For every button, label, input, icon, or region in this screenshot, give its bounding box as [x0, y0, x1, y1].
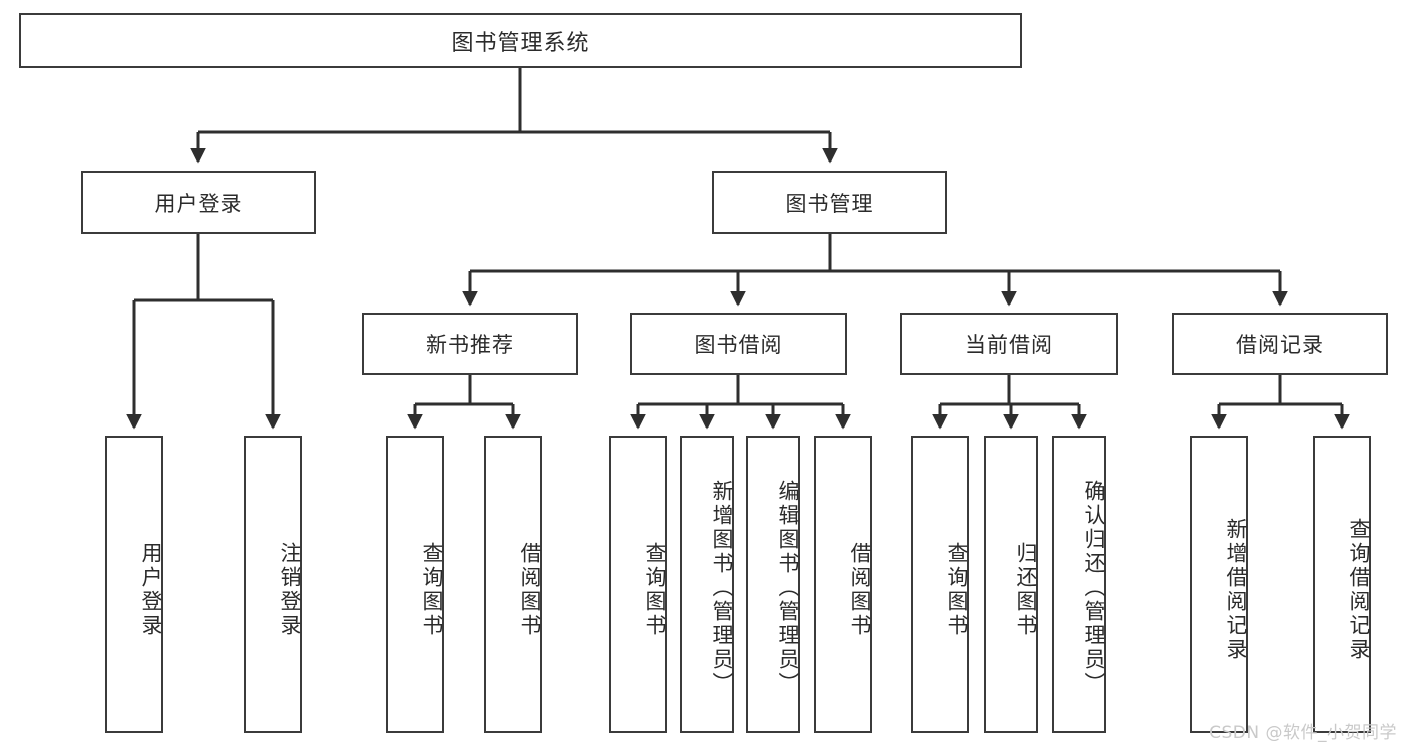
node-leaf-query-book-3-label: 查询图书 — [945, 541, 969, 638]
node-leaf-query-book-1[interactable]: 查询图书 — [386, 436, 444, 733]
node-leaf-borrow-book-2-label: 借阅图书 — [848, 541, 872, 638]
node-leaf-query-record[interactable]: 查询借阅记录 — [1313, 436, 1371, 733]
node-borrow-record[interactable]: 借阅记录 — [1172, 313, 1388, 375]
node-book-borrow[interactable]: 图书借阅 — [630, 313, 847, 375]
node-leaf-confirm-return-label: 确认归还（管理员） — [1082, 479, 1106, 696]
node-leaf-query-record-label: 查询借阅记录 — [1347, 517, 1371, 662]
node-user-login[interactable]: 用户登录 — [81, 171, 316, 234]
node-leaf-borrow-book-1[interactable]: 借阅图书 — [484, 436, 542, 733]
node-book-borrow-label: 图书借阅 — [694, 333, 783, 357]
node-current-borrow-label: 当前借阅 — [965, 333, 1053, 357]
node-leaf-confirm-return[interactable]: 确认归还（管理员） — [1052, 436, 1106, 733]
node-leaf-add-record-label: 新增借阅记录 — [1224, 517, 1248, 662]
node-root[interactable]: 图书管理系统 — [19, 13, 1022, 68]
node-leaf-logout-label: 注销登录 — [278, 541, 302, 638]
node-leaf-query-book-2[interactable]: 查询图书 — [609, 436, 667, 733]
node-leaf-query-book-3[interactable]: 查询图书 — [911, 436, 969, 733]
node-leaf-add-book-label: 新增图书（管理员） — [710, 479, 734, 696]
node-root-label: 图书管理系统 — [451, 30, 590, 56]
node-leaf-query-book-1-label: 查询图书 — [420, 541, 444, 638]
node-leaf-edit-book[interactable]: 编辑图书（管理员） — [746, 436, 800, 733]
node-leaf-add-book[interactable]: 新增图书（管理员） — [680, 436, 734, 733]
node-book-manage-label: 图书管理 — [785, 191, 874, 216]
node-leaf-edit-book-label: 编辑图书（管理员） — [776, 479, 800, 696]
node-new-book-rec-label: 新书推荐 — [426, 333, 514, 357]
node-leaf-add-record[interactable]: 新增借阅记录 — [1190, 436, 1248, 733]
node-leaf-logout[interactable]: 注销登录 — [244, 436, 302, 733]
node-leaf-return-book[interactable]: 归还图书 — [984, 436, 1038, 733]
node-leaf-borrow-book-1-label: 借阅图书 — [518, 541, 542, 638]
node-leaf-return-book-label: 归还图书 — [1014, 541, 1038, 638]
node-leaf-user-login[interactable]: 用户登录 — [105, 436, 163, 733]
node-borrow-record-label: 借阅记录 — [1236, 333, 1324, 357]
node-book-manage[interactable]: 图书管理 — [712, 171, 947, 234]
node-leaf-user-login-label: 用户登录 — [139, 541, 163, 638]
csdn-watermark: CSDN @软件_小贺同学 — [1209, 723, 1397, 743]
node-leaf-query-book-2-label: 查询图书 — [643, 541, 667, 638]
node-user-login-label: 用户登录 — [154, 191, 243, 216]
node-new-book-rec[interactable]: 新书推荐 — [362, 313, 578, 375]
node-current-borrow[interactable]: 当前借阅 — [900, 313, 1118, 375]
node-leaf-borrow-book-2[interactable]: 借阅图书 — [814, 436, 872, 733]
